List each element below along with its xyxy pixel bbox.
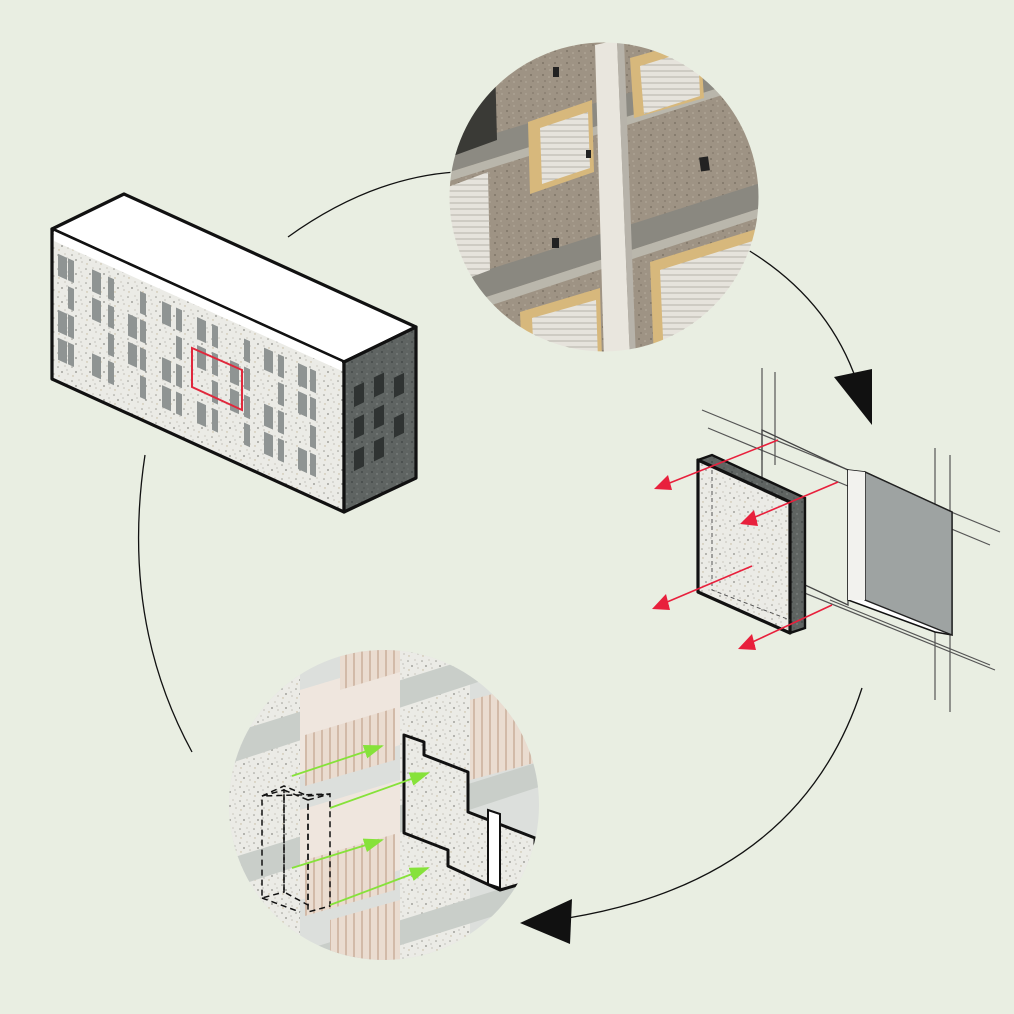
building-window [140, 375, 146, 400]
building-window [140, 291, 146, 316]
arc-extraction-to-detail [567, 687, 863, 919]
insertion-arrow-4 [329, 867, 430, 906]
building-window [108, 276, 114, 302]
building-window [58, 253, 67, 280]
building-window [176, 391, 182, 417]
arc-detail-to-building [137, 454, 193, 753]
building-window [230, 388, 239, 415]
building-window [162, 385, 171, 412]
extraction-arrow-2 [746, 481, 839, 522]
building-window [68, 286, 74, 312]
side-window [374, 372, 384, 398]
building-window [176, 335, 182, 361]
side-window [354, 446, 364, 472]
cycle-arcs [137, 171, 872, 944]
side-window [354, 382, 364, 408]
arc-photo-to-extraction [747, 249, 859, 386]
extraction-arrow-3 [658, 565, 753, 607]
building-window [244, 422, 250, 448]
side-window [354, 414, 364, 440]
building-window [278, 381, 284, 407]
insertion-arrow-1 [291, 745, 384, 777]
building-window [310, 368, 316, 394]
building-window [212, 323, 218, 349]
building-window [92, 353, 101, 380]
building-window [244, 394, 250, 420]
building-window [162, 357, 171, 384]
building-window [310, 452, 316, 478]
building-window [298, 447, 307, 474]
arrowhead-left-icon [520, 899, 572, 944]
side-window [394, 372, 404, 398]
side-window [394, 412, 404, 438]
building-window [244, 366, 250, 392]
building-window [176, 363, 182, 389]
extracted-panel-front [696, 458, 792, 635]
building-window [264, 347, 273, 374]
building-window [68, 314, 74, 340]
building-window [212, 407, 218, 433]
facade-photo-detail [449, 42, 759, 352]
building-window [310, 396, 316, 422]
building-window [68, 342, 74, 368]
building-window [264, 403, 273, 430]
building-window [197, 345, 206, 372]
building-window [264, 431, 273, 458]
building-window [58, 337, 67, 364]
building-window [310, 424, 316, 450]
building-window [197, 317, 206, 344]
building-window [140, 319, 146, 344]
removed-module-dashed [261, 785, 331, 913]
building-window [92, 269, 101, 296]
building-volume [50, 192, 418, 514]
building-windows [58, 253, 316, 478]
building-window [176, 307, 182, 333]
building-window [278, 409, 284, 435]
building-window [244, 338, 250, 364]
highlighted-panel-frame [191, 346, 243, 412]
building-window [108, 304, 114, 330]
building-window [230, 360, 239, 387]
building-window [128, 313, 137, 340]
building-window [197, 401, 206, 428]
building-window [298, 363, 307, 390]
arc-building-to-photo [287, 171, 456, 238]
extraction-arrows [658, 439, 839, 647]
side-window [374, 436, 384, 462]
building-window [162, 301, 171, 328]
building-window [212, 379, 218, 405]
building-window [298, 391, 307, 418]
building-side-windows [354, 372, 404, 472]
building-window [212, 351, 218, 377]
insertion-arrows [291, 745, 430, 906]
building-window [128, 341, 137, 368]
extraction-arrow-4 [744, 604, 833, 647]
building-window [92, 297, 101, 324]
insertion-arrow-2 [329, 772, 430, 809]
building-window [108, 360, 114, 386]
building-window [68, 258, 74, 284]
extraction-arrow-1 [660, 439, 779, 488]
side-window [374, 404, 384, 430]
panel-extraction [652, 368, 1001, 712]
building-window [278, 437, 284, 463]
arrowhead-down-icon [834, 369, 872, 425]
panel-insertion-detail [229, 650, 539, 960]
building-window [108, 332, 114, 358]
building-window [58, 309, 67, 336]
insertion-arrow-3 [291, 838, 384, 869]
building-window [278, 353, 284, 379]
building-window [140, 347, 146, 372]
